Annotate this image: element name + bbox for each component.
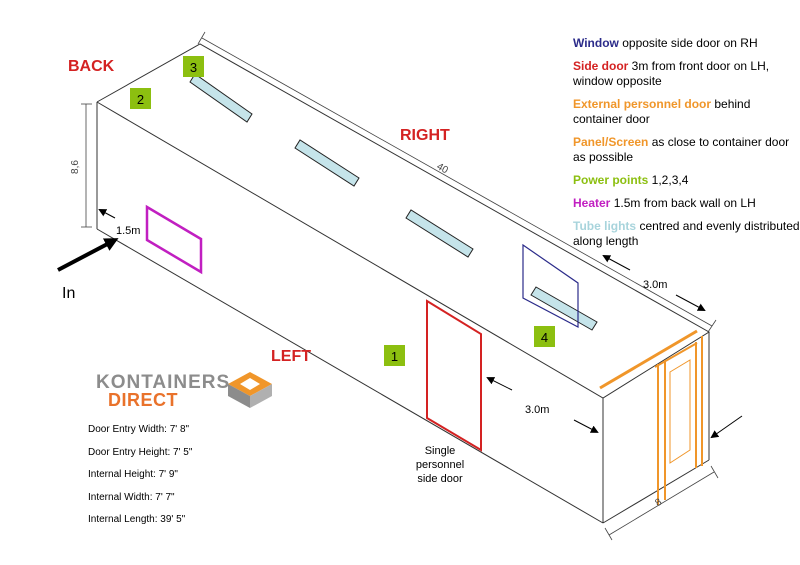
dim-3m-side-arrow-right <box>573 419 599 433</box>
dimension-lines <box>81 31 719 541</box>
dim-1-5m-arrow <box>98 209 116 219</box>
spec-door-entry-width: Door Entry Width: 7' 8" <box>88 424 190 435</box>
tube-light-4 <box>530 286 598 331</box>
front-door-arrow <box>710 415 743 439</box>
tube-lights <box>189 73 598 331</box>
legend-text-power-points: 1,2,3,4 <box>648 173 689 187</box>
tube-light-2 <box>294 139 360 187</box>
label-length: 40 <box>435 161 450 176</box>
spec-internal-width: Internal Width: 7' 7" <box>88 491 175 503</box>
container-front-bottom <box>602 459 710 524</box>
legend-key-side-door: Side door <box>573 59 629 73</box>
legend-item-panel-screen: Panel/Screen as close to container door … <box>573 135 800 165</box>
legend-key-tube-lights: Tube lights <box>573 219 637 233</box>
container-door-top-bar <box>599 329 698 390</box>
length-dim-tick-start <box>197 31 206 45</box>
label-left: LEFT <box>271 348 311 365</box>
label-back: BACK <box>68 58 115 75</box>
arrows <box>57 209 743 439</box>
legend-key-window: Window <box>573 36 619 50</box>
side-door <box>426 299 482 452</box>
front-door-detail <box>599 329 703 505</box>
label-dim-3m-top: 3.0m <box>643 279 667 291</box>
legend-key-power-points: Power points <box>573 173 649 187</box>
label-right: RIGHT <box>400 127 450 144</box>
legend-item-side-door: Side door 3m from front door on LH, wind… <box>573 59 800 89</box>
label-width: 8 <box>653 497 664 510</box>
legend-text-tube-lights: centred and evenly distributed along len… <box>573 219 800 248</box>
width-dim-line <box>608 471 715 536</box>
legend-item-heater: Heater 1.5m from back wall on LH <box>573 196 800 211</box>
container-outline <box>96 43 710 524</box>
length-dim-line <box>201 37 713 327</box>
legend-text-window: opposite side door on RH <box>618 36 758 50</box>
power-point-3-label: 3 <box>190 60 197 75</box>
in-arrow <box>57 238 119 272</box>
spec-door-entry-height: Door Entry Height: 7' 5" <box>88 446 193 458</box>
container-door-upper-bar <box>654 342 698 368</box>
legend-key-external-door: External personnel door <box>573 97 712 111</box>
width-dim-tick-right <box>710 465 719 479</box>
heater <box>145 204 203 275</box>
legend-key-heater: Heater <box>573 196 611 210</box>
legend-item-window: Window opposite side door on RH <box>573 36 800 51</box>
side-door-caption-3: side door <box>417 473 463 485</box>
side-door-caption-2: personnel <box>416 459 464 471</box>
logo-line-2: DIRECT <box>108 390 178 410</box>
legend-text-heater: 1.5m from back wall on LH <box>610 196 756 210</box>
legend-text-panel-screen: as close to container door as possible <box>573 135 790 164</box>
external-personnel-door-panel <box>669 359 691 464</box>
legend-item-external-door: External personnel door behind container… <box>573 97 800 127</box>
side-door-caption-1: Single <box>425 445 456 457</box>
logo: KONTAINERS DIRECT <box>96 372 266 412</box>
label-dim-3m-side: 3.0m <box>525 404 549 416</box>
power-points: 1 2 3 4 <box>130 56 555 366</box>
power-point-4-label: 4 <box>541 330 548 345</box>
width-dim-tick-left <box>604 527 613 541</box>
label-dim-1-5m: 1.5m <box>116 225 140 237</box>
length-dim-tick-end <box>707 319 717 333</box>
power-point-3-box <box>183 56 204 77</box>
power-point-2-box <box>130 88 151 109</box>
label-height: 8,6 <box>70 160 81 174</box>
spec-internal-height: Internal Height: 7' 9" <box>88 469 178 480</box>
power-point-2-label: 2 <box>137 92 144 107</box>
window <box>522 243 579 328</box>
dim-3m-side-arrow-left <box>486 377 513 391</box>
power-point-1-label: 1 <box>391 349 398 364</box>
tube-light-3 <box>405 209 474 258</box>
container-bottom-left-edge <box>96 228 604 524</box>
legend-key-panel-screen: Panel/Screen <box>573 135 649 149</box>
dim-3m-top-arrow-left <box>602 255 631 271</box>
legend-text-external-door: behind container door <box>573 97 751 126</box>
label-in: In <box>62 285 75 302</box>
tube-light-1 <box>189 73 253 123</box>
power-point-4-box <box>534 326 555 347</box>
legend-text-side-door: 3m from front door on LH, window opposit… <box>573 59 770 88</box>
legend-item-tube-lights: Tube lights centred and evenly distribut… <box>573 219 800 249</box>
dim-3m-top-arrow-right <box>675 294 706 311</box>
legend-item-power-points: Power points 1,2,3,4 <box>573 173 800 188</box>
power-point-1-box <box>384 345 405 366</box>
legend: Window opposite side door on RH Side doo… <box>573 36 800 257</box>
specifications: Door Entry Width: 7' 8" Door Entry Heigh… <box>88 424 192 537</box>
logo-line-1: KONTAINERS <box>96 372 231 393</box>
logo-cube-icon <box>228 372 272 408</box>
spec-internal-length: Internal Length: 39' 5" <box>88 514 186 525</box>
